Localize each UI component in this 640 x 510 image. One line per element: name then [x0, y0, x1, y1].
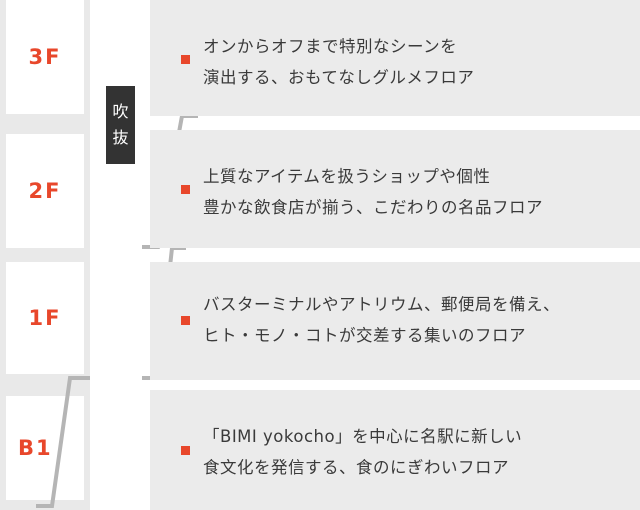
desc-line: ヒト・モノ・コトが交差する集いのフロア	[203, 326, 526, 345]
bullet-icon	[181, 316, 190, 325]
bullet-icon	[181, 446, 190, 455]
floor-panel-1f: バスターミナルやアトリウム、郵便局を備え、 ヒト・モノ・コトが交差する集いのフロ…	[150, 262, 640, 380]
atrium-badge: 吹 抜	[106, 86, 135, 164]
atrium-char-2: 抜	[112, 128, 129, 147]
desc-line: オンからオフまで特別なシーンを	[203, 37, 458, 56]
floor-description-3f: オンからオフまで特別なシーンを 演出する、おもてなしグルメフロア	[203, 31, 474, 93]
desc-line: 演出する、おもてなしグルメフロア	[203, 68, 475, 87]
bullet-icon	[181, 185, 190, 194]
floor-label-2f: 2F	[6, 134, 84, 248]
desc-line: 「BIMI yokocho」を中心に名駅に新しい	[203, 427, 523, 446]
desc-line: 豊かな飲食店が揃う、こだわりの名品フロア	[203, 198, 543, 217]
bullet-icon	[181, 55, 190, 64]
floor-description-1f: バスターミナルやアトリウム、郵便局を備え、 ヒト・モノ・コトが交差する集いのフロ…	[203, 289, 560, 351]
floor-label-1f: 1F	[6, 262, 84, 374]
floor-label-b1: B1	[6, 396, 84, 500]
desc-line: 上質なアイテムを扱うショップや個性	[203, 167, 491, 186]
atrium-char-1: 吹	[112, 102, 129, 121]
floor-description-2f: 上質なアイテムを扱うショップや個性 豊かな飲食店が揃う、こだわりの名品フロア	[203, 161, 543, 223]
floor-panel-b1: 「BIMI yokocho」を中心に名駅に新しい 食文化を発信する、食のにぎわい…	[150, 390, 640, 510]
floor-panel-2f: 上質なアイテムを扱うショップや個性 豊かな飲食店が揃う、こだわりの名品フロア	[150, 130, 640, 248]
floor-label-3f: 3F	[6, 0, 84, 114]
floor-panel-3f: オンからオフまで特別なシーンを 演出する、おもてなしグルメフロア	[150, 0, 640, 116]
floor-description-b1: 「BIMI yokocho」を中心に名駅に新しい 食文化を発信する、食のにぎわい…	[203, 421, 522, 483]
desc-line: 食文化を発信する、食のにぎわいフロア	[203, 458, 509, 477]
connector-1f-b1	[36, 376, 90, 508]
desc-line: バスターミナルやアトリウム、郵便局を備え、	[203, 295, 560, 314]
